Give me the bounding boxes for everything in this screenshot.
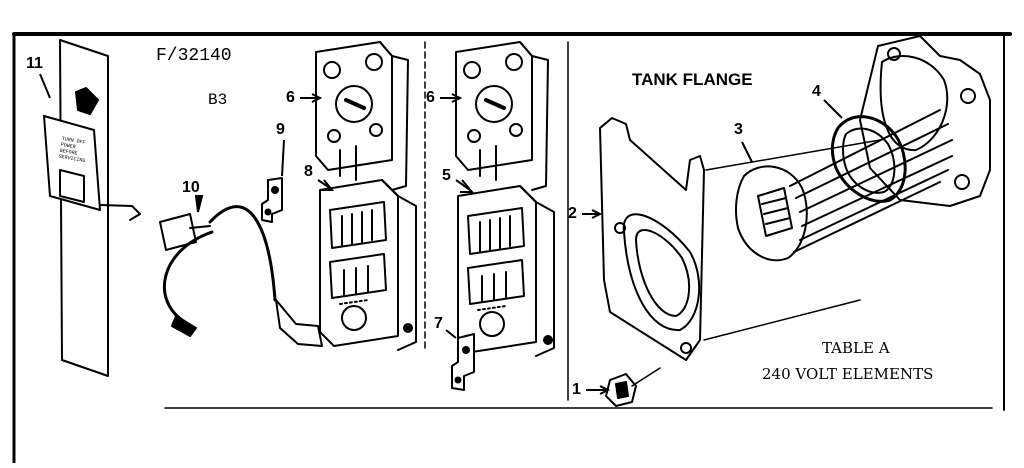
leader-11 xyxy=(39,73,51,99)
callout-7: 7 xyxy=(434,315,443,332)
wire-harness-part-10 xyxy=(159,205,323,347)
flange-bolt-part-1 xyxy=(605,367,661,407)
heating-element-part-3 xyxy=(735,109,953,262)
callout-3: 3 xyxy=(734,121,743,138)
callout-6b: 6 xyxy=(426,89,435,106)
arrow-4 xyxy=(823,99,843,119)
callout-4: 4 xyxy=(812,83,821,100)
callout-8: 8 xyxy=(304,163,313,180)
arrow-3 xyxy=(741,141,753,163)
leader-9 xyxy=(281,139,285,177)
upper-thermostat-part-6a xyxy=(315,41,409,191)
upper-thermostat-part-6b xyxy=(455,41,549,191)
callout-5: 5 xyxy=(442,167,451,184)
gasket-ring-part-4 xyxy=(830,115,907,203)
arrow-10 xyxy=(194,195,204,213)
callout-2: 2 xyxy=(568,205,577,222)
callout-1: 1 xyxy=(572,381,581,398)
callout-10: 10 xyxy=(182,179,200,196)
arrow-6b xyxy=(440,93,463,103)
sub-code: B3 xyxy=(208,91,228,109)
model-code: F/32140 xyxy=(156,46,232,66)
clip-bracket-part-7 xyxy=(451,333,475,391)
section-title: TANK FLANGE xyxy=(632,70,753,89)
lower-thermostat-part-5 xyxy=(457,185,555,357)
callout-9: 9 xyxy=(276,121,285,138)
arrow-2 xyxy=(582,209,603,219)
lower-thermostat-part-8 xyxy=(319,179,417,351)
cover-plate-text: TURN OFF POWER BEFORE SERVICING xyxy=(58,136,89,164)
arrow-8 xyxy=(317,179,335,191)
table-note-line1: TABLE A xyxy=(822,339,890,357)
arrow-7 xyxy=(445,329,457,339)
cover-plate-part-11 xyxy=(43,39,141,377)
arrow-1 xyxy=(586,385,611,395)
arrow-5 xyxy=(455,179,475,193)
callout-11: 11 xyxy=(26,55,43,72)
clip-bracket-part-9 xyxy=(261,177,283,223)
tank-flange-body xyxy=(703,35,991,341)
arrow-6a xyxy=(300,93,323,103)
callout-6a: 6 xyxy=(286,89,295,106)
tank-flange-plate-part-2 xyxy=(599,117,705,361)
table-note-line2: 240 VOLT ELEMENTS xyxy=(762,365,934,383)
